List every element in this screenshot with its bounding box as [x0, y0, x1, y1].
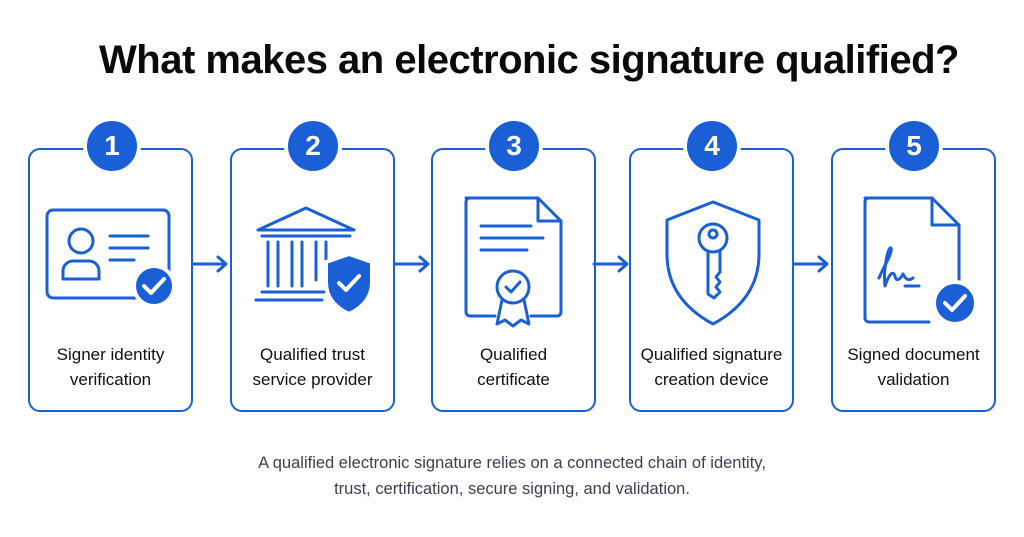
step-card-signed-document-validation: Signed document validation [831, 148, 996, 412]
step-number-badge: 2 [284, 117, 342, 175]
certificate-icon [464, 196, 563, 328]
step-label: Qualified signature creation device [640, 345, 783, 389]
step-number-badge: 5 [885, 117, 943, 175]
step-number-badge: 1 [83, 117, 141, 175]
arrow-right-icon [792, 255, 829, 273]
arrow-right-icon [393, 255, 430, 273]
step-label: Qualified certificate [477, 345, 550, 389]
arrow-right-icon [592, 255, 629, 273]
step-number-badge: 4 [683, 117, 741, 175]
page-title: What makes an electronic signature quali… [99, 38, 959, 82]
signed-document-icon [863, 196, 978, 326]
step-card-signature-creation-device: Qualified signature creation device [629, 148, 794, 412]
step-card-qualified-certificate: Qualified certificate [431, 148, 596, 412]
arrow-right-icon [191, 255, 228, 273]
step-card-identity-verification: Signer identity verification [28, 148, 193, 412]
step-number-badge: 3 [485, 117, 543, 175]
shield-key-icon [665, 200, 761, 326]
id-card-check-icon [45, 208, 176, 308]
step-label: Signed document validation [847, 345, 980, 389]
step-label: Qualified trust service provider [252, 345, 373, 389]
caption: A qualified electronic signature relies … [258, 454, 766, 498]
step-card-trust-service-provider: Qualified trust service provider [230, 148, 395, 412]
bank-shield-icon [254, 206, 374, 316]
step-label: Signer identity verification [56, 345, 165, 389]
